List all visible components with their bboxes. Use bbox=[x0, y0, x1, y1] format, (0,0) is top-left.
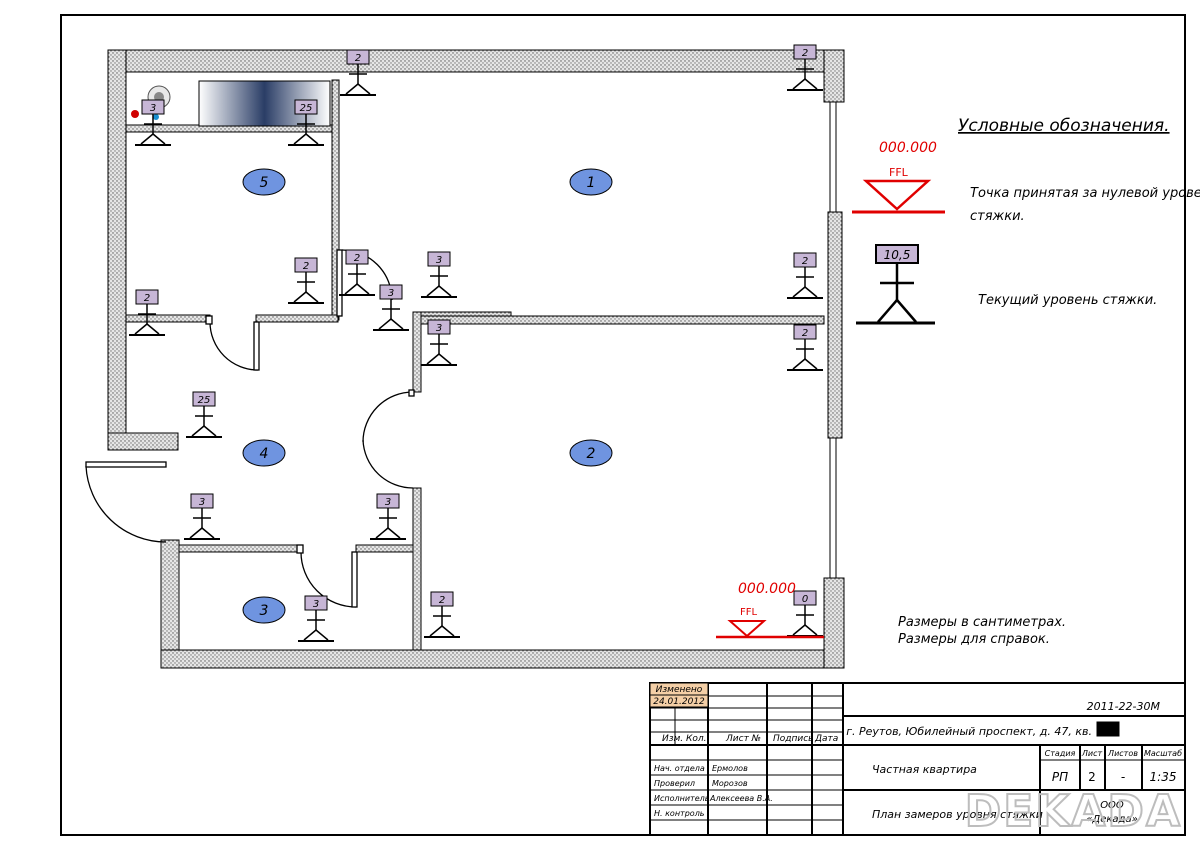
changed-date: 24.01.2012 bbox=[653, 697, 705, 707]
doc-code: 2011-22-30М bbox=[1087, 700, 1161, 713]
col-list: Лист № bbox=[725, 734, 761, 744]
role-prov: Проверил bbox=[654, 779, 695, 788]
level-marker: 2 bbox=[787, 324, 823, 371]
legend-sample-value: 10,5 bbox=[884, 248, 911, 262]
room-number: 3 bbox=[260, 603, 269, 619]
level-marker: 3 bbox=[421, 319, 457, 366]
val-list: 2 bbox=[1088, 770, 1096, 784]
level-marker: 0 bbox=[787, 590, 823, 637]
val-stadia: РП bbox=[1052, 770, 1068, 784]
room-labels: 1 2 3 4 5 bbox=[242, 168, 613, 624]
level-marker: 3 bbox=[421, 251, 457, 298]
legend: Условные обозначения. 000.000 FFL Точка … bbox=[852, 116, 1200, 325]
level-marker: 2 bbox=[787, 252, 823, 299]
level-marker: 2 bbox=[787, 44, 823, 91]
level-value: 2 bbox=[802, 48, 808, 59]
level-value: 3 bbox=[199, 497, 205, 508]
hdr-list: Лист bbox=[1081, 749, 1103, 758]
col-izm: Изм. bbox=[662, 734, 683, 744]
company-1: ООО bbox=[1100, 800, 1124, 811]
room-label-1: 1 bbox=[569, 168, 613, 196]
role-isp: Исполнитель bbox=[654, 794, 710, 803]
sheet-title: План замеров уровня стяжки bbox=[872, 808, 1043, 821]
ffl-plan-value: 000.000 bbox=[738, 581, 796, 597]
legend-ffl-label: FFL bbox=[889, 166, 909, 179]
room-label-5: 5 bbox=[242, 168, 286, 196]
legend-title: Условные обозначения. bbox=[958, 116, 1170, 136]
level-marker: 3 bbox=[184, 493, 220, 540]
notes: Размеры в сантиметрах. Размеры для справ… bbox=[898, 615, 1066, 647]
level-value: 25 bbox=[300, 103, 313, 114]
level-value: 3 bbox=[150, 103, 156, 114]
level-value: 3 bbox=[385, 497, 391, 508]
name-nach: Ермолов bbox=[712, 764, 748, 773]
level-marker: 3 bbox=[298, 595, 334, 642]
level-marker: 3 bbox=[370, 493, 406, 540]
name-prov: Морозов bbox=[712, 779, 748, 788]
level-value: 2 bbox=[354, 253, 360, 264]
room-number: 5 bbox=[260, 175, 269, 191]
name-isp: Алексеева В.А. bbox=[709, 794, 773, 803]
level-value: 3 bbox=[436, 323, 442, 334]
level-value: 3 bbox=[388, 288, 394, 299]
level-marker: 2 bbox=[339, 249, 375, 296]
level-value: 2 bbox=[144, 293, 150, 304]
watermark-logo: DEKADA bbox=[965, 786, 1182, 837]
level-marker: 2 bbox=[424, 591, 460, 638]
level-value: 25 bbox=[198, 395, 211, 406]
room-label-3: 3 bbox=[242, 596, 286, 624]
legend-zero-desc-1: Точка принятая за нулевой уровень bbox=[970, 186, 1200, 201]
level-marker: 2 bbox=[288, 257, 324, 304]
level-marker: 2 bbox=[129, 289, 165, 336]
level-value: 2 bbox=[303, 261, 309, 272]
hdr-listov: Листов bbox=[1107, 749, 1138, 758]
level-value: 2 bbox=[802, 328, 808, 339]
note-line-1: Размеры в сантиметрах. bbox=[898, 615, 1066, 630]
level-value: 2 bbox=[355, 53, 361, 64]
room-number: 2 bbox=[587, 446, 596, 462]
col-data: Дата bbox=[814, 734, 838, 744]
level-value: 3 bbox=[436, 255, 442, 266]
level-marker: 2 bbox=[340, 49, 376, 96]
col-kol: Кол. bbox=[686, 734, 707, 744]
walls bbox=[107, 49, 845, 669]
ffl-plan-marker: 000.000 FFL bbox=[716, 581, 824, 639]
role-nkontr: Н. контроль bbox=[654, 809, 705, 818]
window-right bbox=[829, 102, 837, 578]
level-value: 3 bbox=[313, 599, 319, 610]
room-number: 1 bbox=[587, 175, 596, 191]
room-label-2: 2 bbox=[569, 439, 613, 467]
val-masshtab: 1:35 bbox=[1150, 770, 1177, 784]
level-marker: 3 bbox=[373, 284, 409, 331]
company-2: «Декада» bbox=[1086, 814, 1138, 825]
title-block bbox=[649, 682, 1186, 836]
hdr-stadia: Стадия bbox=[1045, 749, 1076, 758]
role-nach: Нач. отдела bbox=[654, 764, 705, 773]
sheet-frame bbox=[60, 14, 1186, 836]
legend-current-desc: Текущий уровень стяжки. bbox=[978, 293, 1157, 308]
legend-ffl-value: 000.000 bbox=[879, 140, 937, 156]
doors bbox=[85, 249, 415, 608]
ffl-plan-label: FFL bbox=[740, 607, 758, 618]
object-name: Частная квартира bbox=[872, 763, 977, 776]
note-line-2: Размеры для справок. bbox=[898, 632, 1050, 647]
level-marker: 25 bbox=[186, 391, 222, 438]
level-value: 0 bbox=[802, 594, 808, 605]
level-value: 2 bbox=[802, 256, 808, 267]
hdr-masshtab: Масштаб bbox=[1144, 749, 1182, 758]
col-podpis: Подпись bbox=[773, 734, 813, 744]
room-label-4: 4 bbox=[242, 439, 286, 467]
address: г. Реутов, Юбилейный проспект, д. 47, кв… bbox=[846, 725, 1092, 738]
level-value: 2 bbox=[439, 595, 445, 606]
legend-zero-desc-2: стяжки. bbox=[970, 209, 1025, 224]
room-number: 4 bbox=[260, 446, 269, 462]
level-marker: 3 bbox=[135, 99, 171, 146]
title-block-text: Изменено 24.01.2012 2011-22-30М г. Реуто… bbox=[653, 685, 1182, 825]
val-listov: - bbox=[1121, 770, 1125, 784]
changed-label: Изменено bbox=[656, 685, 703, 695]
level-marker: 25 bbox=[288, 99, 324, 146]
